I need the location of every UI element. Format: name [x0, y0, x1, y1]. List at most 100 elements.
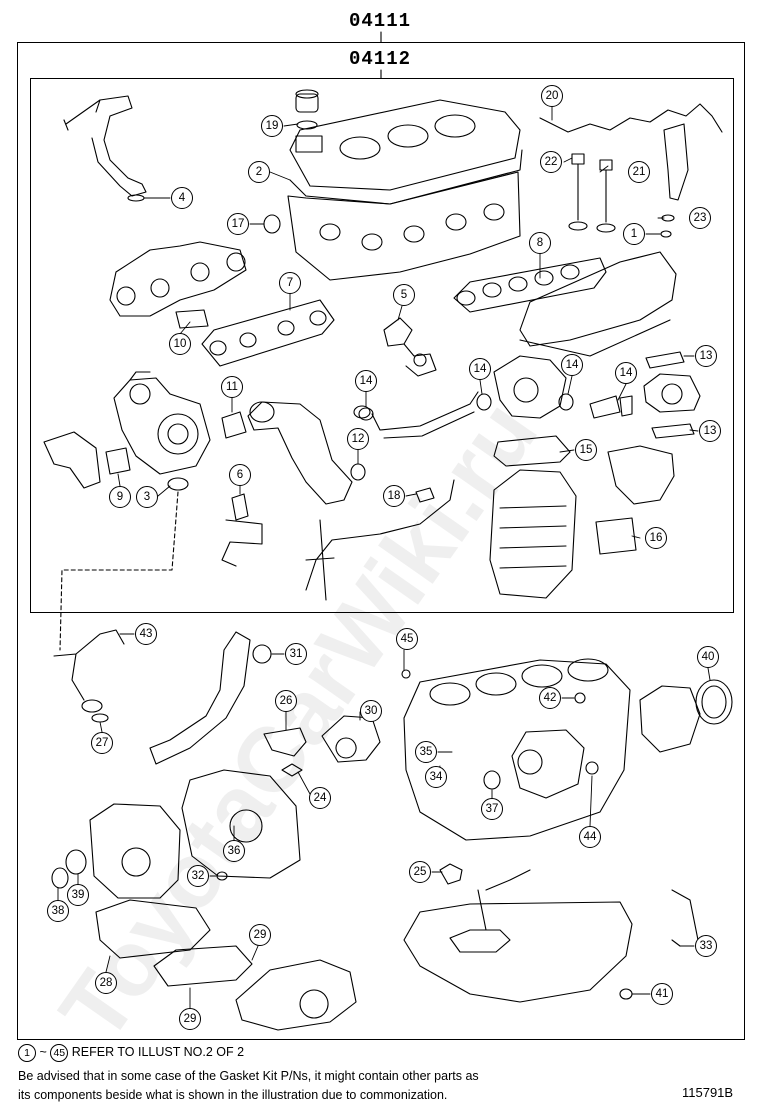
callout-19: 19: [261, 115, 283, 137]
right-elbow: [607, 445, 675, 505]
exhaust-gasket-7: [201, 299, 335, 367]
callout-29-upper: 29: [249, 924, 271, 946]
advisory-line-2: its components beside what is shown in t…: [18, 1088, 448, 1102]
exhaust-manifold: [109, 241, 247, 317]
bracket-6: [221, 493, 263, 567]
callout-1: 1: [623, 223, 645, 245]
cylinder-head: [287, 171, 521, 281]
filler-cap: [295, 89, 319, 130]
head-cover-gasket: [289, 149, 523, 205]
rear-oil-seal: [639, 679, 733, 753]
callout-44: 44: [579, 826, 601, 848]
range-start-badge: 1: [18, 1043, 36, 1062]
gasket-10: [175, 309, 209, 329]
gasket-15: [493, 435, 571, 467]
callout-23: 23: [689, 207, 711, 229]
turbocharger: [113, 371, 211, 475]
refer-text: REFER TO ILLUST NO.2 OF 2: [71, 1045, 245, 1059]
callout-45: 45: [396, 628, 418, 650]
timing-cover: [181, 769, 301, 879]
exhaust-pipe: [247, 401, 353, 505]
callout-39: 39: [67, 884, 89, 906]
egr-valve: [383, 317, 437, 377]
callout-32: 32: [187, 865, 209, 887]
kit-code-inner: 04112: [349, 48, 412, 70]
timing-case: [89, 803, 181, 899]
gasket-11: [221, 411, 247, 439]
leader-lines: [57, 105, 711, 1009]
vacuum-pipe: [305, 479, 455, 601]
gasket-41: [619, 988, 633, 1000]
oil-pan: [403, 869, 633, 1003]
gasket-14a: [358, 407, 374, 421]
gasket-28: [95, 899, 211, 959]
callout-3: 3: [136, 486, 158, 508]
intercooler: [489, 469, 577, 599]
turbo-elbow: [43, 431, 101, 489]
callout-26: 26: [275, 690, 297, 712]
callout-11: 11: [221, 376, 243, 398]
callout-25: 25: [409, 861, 431, 883]
callout-9: 9: [109, 486, 131, 508]
seal-17: [263, 214, 281, 234]
callout-22: 22: [540, 151, 562, 173]
range-separator: ~: [39, 1045, 47, 1059]
callout-27: 27: [91, 732, 113, 754]
oring-42: [574, 692, 586, 704]
callout-33: 33: [695, 935, 717, 957]
oil-pipe-lower: [53, 629, 125, 723]
callout-30: 30: [360, 700, 382, 722]
callout-17: 17: [227, 213, 249, 235]
oil-pipe-upper: [63, 95, 147, 202]
callout-28: 28: [95, 972, 117, 994]
callout-41: 41: [651, 983, 673, 1005]
oring-32: [216, 871, 228, 881]
gasket-14d: [589, 395, 633, 419]
seal-39: [65, 849, 87, 875]
callout-13-lower: 13: [699, 420, 721, 442]
inner-kit-frame: [30, 78, 734, 613]
gasket-14b: [476, 393, 492, 411]
callout-14-cooler-right: 14: [561, 354, 583, 376]
injector: [660, 123, 689, 238]
callout-14-egr-pipe: 14: [355, 370, 377, 392]
callout-5: 5: [393, 284, 415, 306]
callout-4: 4: [171, 187, 193, 209]
callout-12: 12: [347, 428, 369, 450]
injection-pipes: [539, 103, 723, 133]
callout-10: 10: [169, 333, 191, 355]
callout-35: 35: [415, 741, 437, 763]
callout-14-cooler-left: 14: [469, 358, 491, 380]
nut-24: [281, 763, 303, 777]
callout-13-upper: 13: [695, 345, 717, 367]
callout-42: 42: [539, 687, 561, 709]
callout-40: 40: [697, 646, 719, 668]
callout-20: 20: [541, 85, 563, 107]
callout-21: 21: [628, 161, 650, 183]
gasket-3: [167, 477, 189, 491]
callout-36: 36: [223, 840, 245, 862]
injection-pump: [511, 729, 585, 799]
callout-16: 16: [645, 527, 667, 549]
callout-8: 8: [529, 232, 551, 254]
callout-18: 18: [383, 485, 405, 507]
callout-24: 24: [309, 787, 331, 809]
cylinder-block: [403, 658, 631, 841]
figure-id: 115791B: [682, 1085, 734, 1100]
advisory-line-1: Be advised that in some case of the Gask…: [18, 1069, 479, 1083]
gasket-26: [263, 727, 307, 757]
valve-set: [568, 153, 616, 233]
refer-note: 1 ~ 45 REFER TO ILLUST NO.2 OF 2: [18, 1043, 244, 1062]
water-pump: [321, 715, 381, 763]
callout-31: 31: [285, 643, 307, 665]
oring-37: [483, 770, 501, 790]
oil-pump: [235, 959, 357, 1031]
callout-2: 2: [248, 161, 270, 183]
callout-37: 37: [481, 798, 503, 820]
seal-12: [350, 463, 366, 481]
bolt-18: [415, 487, 435, 503]
oring-44: [585, 761, 599, 775]
range-end-badge: 45: [50, 1043, 69, 1062]
